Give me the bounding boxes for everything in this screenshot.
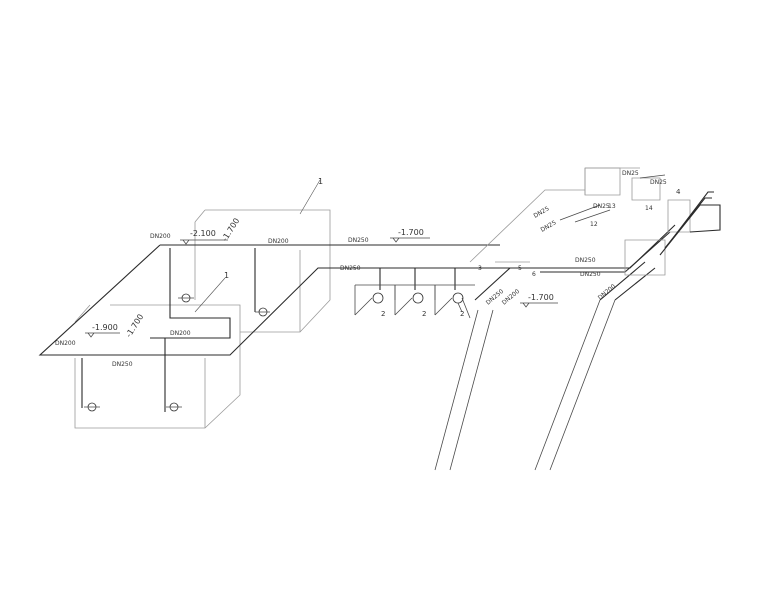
pipe-size-label: DN25: [540, 219, 558, 234]
elevation-label: -1.700: [398, 228, 424, 237]
pipe-size-label: DN200: [150, 233, 171, 240]
pipe-size-label: DN25: [593, 203, 610, 210]
item-mark: 1: [318, 177, 323, 186]
pipe-loop-left: [38, 244, 525, 412]
lower-tank: [74, 277, 241, 429]
pipe-size-label: DN25: [650, 179, 667, 186]
item-mark: 12: [590, 221, 598, 228]
pump-branch-group: [354, 268, 475, 319]
pump-icon: [372, 292, 384, 304]
item-mark: 1: [224, 271, 229, 280]
elevation-label: -1.700: [124, 312, 145, 339]
labels: -2.100 -1.700 -1.700 -1.900 -1.700 -1.70…: [55, 170, 681, 368]
equipment-top-right: [559, 167, 721, 276]
pipe-size-label: DN250: [340, 265, 361, 272]
pump-icon: [452, 292, 464, 304]
item-mark: 3: [478, 265, 482, 272]
pipe-size-label: DN200: [55, 340, 76, 347]
pipe-size-label: DN200: [170, 330, 191, 337]
pipe-size-label: DN25: [622, 170, 639, 177]
pump-icon: [412, 292, 424, 304]
item-mark: 14: [645, 205, 653, 212]
pipe-size-label: DN200: [597, 283, 617, 302]
upper-tank: [194, 179, 331, 333]
item-mark: 6: [532, 271, 536, 278]
item-mark: 2: [460, 310, 464, 318]
item-mark: 4: [676, 188, 681, 196]
item-mark: 2: [381, 310, 385, 318]
item-mark: 2: [422, 310, 426, 318]
elevation-label: -1.700: [528, 293, 554, 302]
elevation-markers: [85, 237, 558, 338]
pipe-size-label: DN250: [112, 361, 133, 368]
pipe-size-label: DN250: [580, 271, 601, 278]
pipe-size-label: DN250: [575, 257, 596, 264]
valve-symbols-left: [84, 293, 270, 412]
pipe-size-label: DN200: [268, 238, 289, 245]
right-manifold: [434, 167, 676, 471]
pipe-size-label: DN200: [501, 288, 521, 307]
elevation-label: -1.700: [220, 216, 241, 243]
item-mark: 5: [518, 265, 522, 272]
item-mark: 13: [608, 203, 616, 210]
elevation-label: -1.900: [92, 323, 118, 332]
pipe-size-label: DN25: [533, 205, 551, 220]
pipe-size-label: DN250: [348, 237, 369, 244]
elevation-label: -2.100: [190, 229, 216, 238]
